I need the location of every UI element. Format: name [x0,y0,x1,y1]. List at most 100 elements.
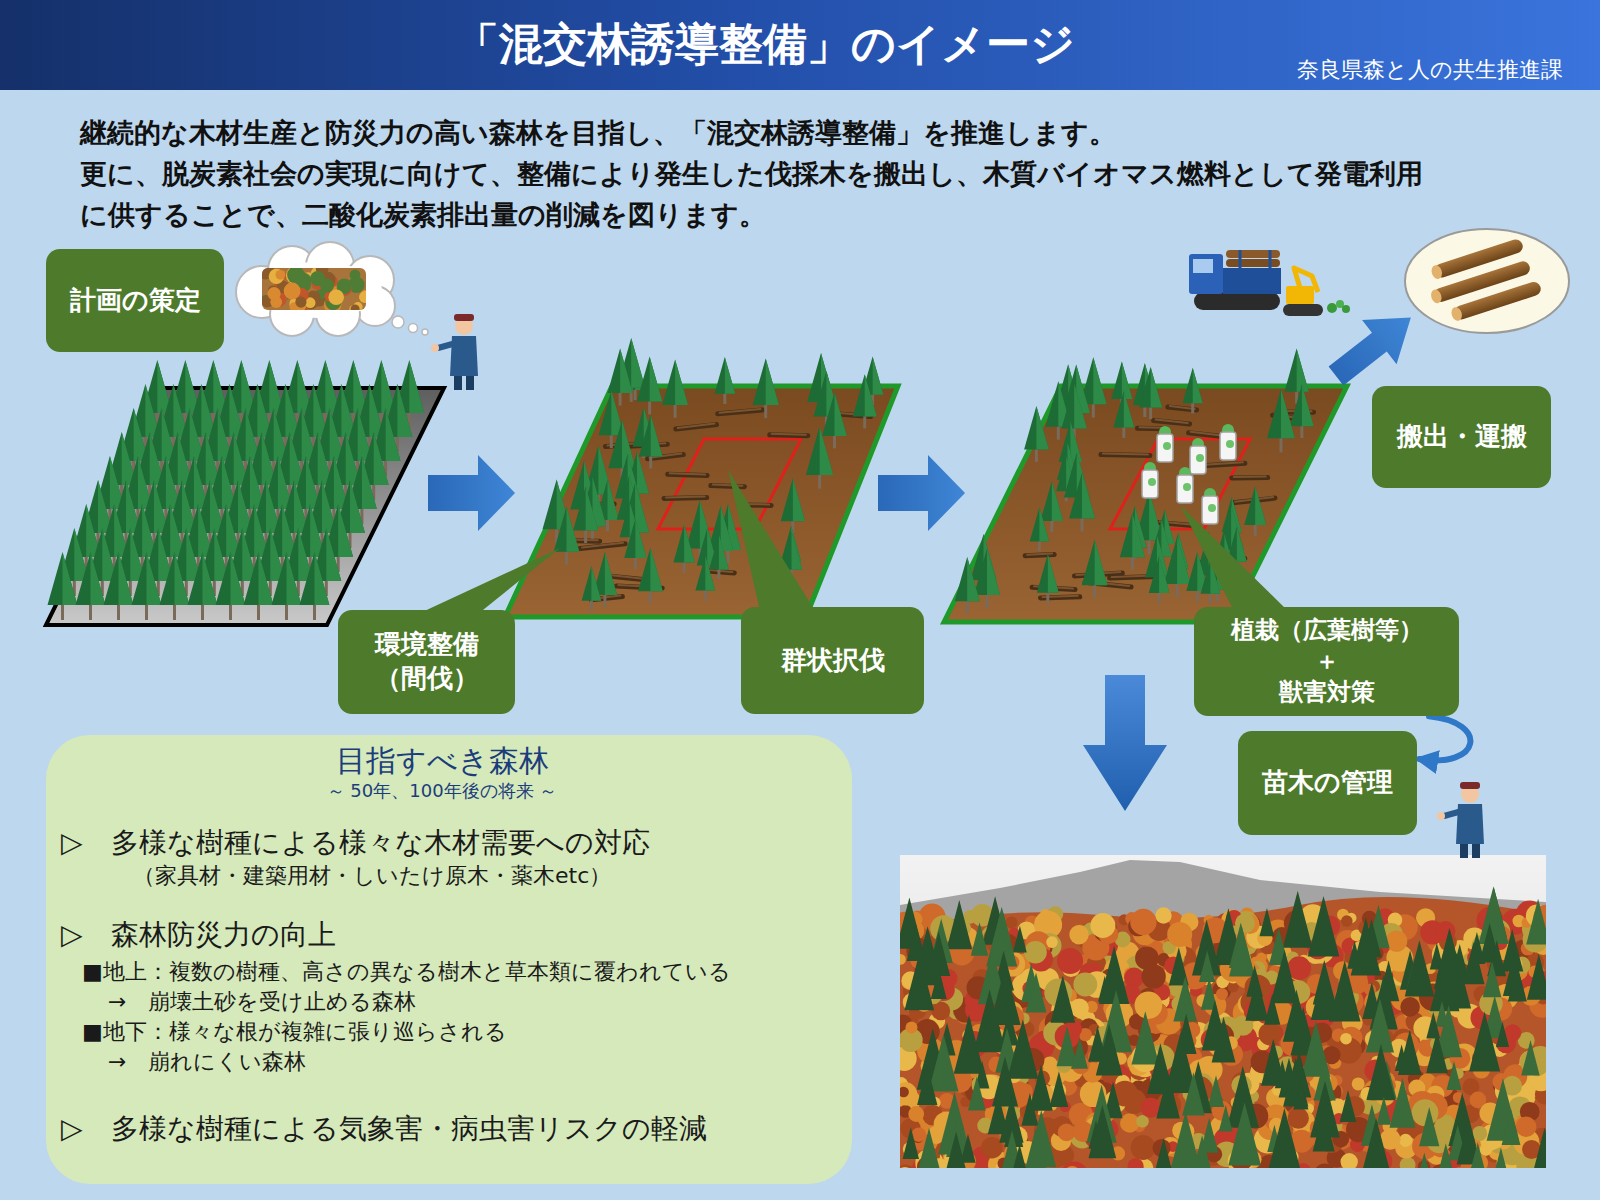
tree-crown-light [873,356,884,394]
tree-crown-light [591,566,601,601]
foliage-dot [931,1002,950,1021]
conifer-tree [300,552,330,620]
tree-crown [673,524,694,562]
seedling-leaves [1208,504,1216,512]
branch-pile [1342,305,1350,313]
tree-shelter [1220,432,1236,460]
tree-crown [1267,389,1295,438]
foliage-dot [1400,1157,1416,1168]
photo-conifer [1026,972,1047,1012]
foliage-dot [906,1022,918,1034]
tree-crown [188,552,218,605]
conifer-tree [1186,552,1208,602]
felled-log-light [713,485,743,486]
tree-shelter [1177,475,1193,503]
conifer-tree [1290,384,1314,438]
conifer-tree [638,547,663,603]
foliage-dot [1073,973,1097,997]
foliage-dot [1340,1033,1352,1045]
tree-crown-light [637,452,649,494]
tree-crown-light [1039,507,1049,541]
tree-crown-light [1281,389,1295,438]
forest-thumbnail [262,268,366,310]
tree-crown-light [967,557,980,601]
tree-crown-light [650,547,662,591]
log-bubble-outline [1405,229,1569,333]
conifer-tree [639,415,663,469]
mixed-forest-photo [900,855,1546,1168]
tree-crown [753,358,779,405]
tree-crown-light [820,427,834,475]
plantation-ground [46,388,444,625]
conifer-tree [1030,507,1049,551]
conifer-tree [554,506,580,564]
seedling-leaves [1163,442,1171,450]
photo-conifer [1271,950,1299,1004]
tree-crown [244,552,274,605]
tree-crown-light [350,480,365,533]
photo-conifer [1527,954,1546,1000]
conifer-tree [132,552,162,620]
foliage-dot [900,954,906,965]
conifer-tree [160,552,190,620]
conifer-tree [715,357,736,404]
machine-bed [1223,268,1281,294]
felled-log-light [1200,462,1243,465]
photo-conifer [1469,1012,1500,1072]
tree-crown [1082,540,1108,585]
photo-conifer [1051,975,1076,1023]
photo-conifer [1245,977,1268,1021]
felled-log-light [1103,454,1148,455]
foliage-dot [1288,1108,1309,1129]
tree-crown-light [175,552,190,605]
thumbnail-dot [359,291,366,303]
excavator-body [1286,286,1314,304]
thumbnail-dot [362,291,366,299]
foliage-dot [1042,1057,1057,1072]
photo-conifer [1096,1024,1123,1076]
photo-conifer [1430,955,1459,1012]
thinned-ground [505,386,898,617]
photo-conifer [1426,1031,1448,1073]
seedling-leaves [1148,478,1156,486]
felled-log [1232,475,1268,481]
foliage-dot [1352,1077,1365,1090]
tree-crown-light [1048,554,1059,593]
seedling-leaves [1226,440,1234,448]
conifer-tree [1062,384,1087,442]
thumbnail-dot [268,287,281,300]
foliage-dot [900,1082,917,1105]
photo-conifer [1496,1022,1509,1047]
excavator-boom [1294,268,1318,292]
conifer-tree [637,356,663,414]
photo-sky [900,855,1546,1168]
thought-dot [409,324,418,333]
foliage-dot [1141,964,1165,988]
conifer-tree [673,524,694,573]
tree-crown [955,557,980,601]
log-end [1430,264,1444,280]
photo-hillside [900,897,1546,1168]
tree-crown [132,552,162,605]
foliage-dot [900,1165,917,1169]
photo-conifer [968,1077,986,1111]
planted-trees [955,349,1314,614]
machine-stake [1269,250,1272,268]
photo-conifer [1199,951,1215,982]
machine-cab [1189,254,1223,294]
foliage-dot [1064,1166,1080,1168]
tree-crown [1285,349,1309,392]
tree-crown-light [1074,384,1087,429]
tree-crown [709,535,729,570]
photo-conifer [973,989,1006,1052]
felled-log [1025,554,1054,555]
photo-conifer [1521,1040,1540,1076]
tree-crown-light [721,506,734,551]
tree-crown-light [705,555,715,590]
tree-shelter [1142,470,1158,498]
tree-crown [639,415,663,457]
tree-crown [104,552,134,605]
thought-dot [422,329,428,335]
foliage-dot [1058,1124,1076,1142]
tree-crown-light [231,552,246,605]
